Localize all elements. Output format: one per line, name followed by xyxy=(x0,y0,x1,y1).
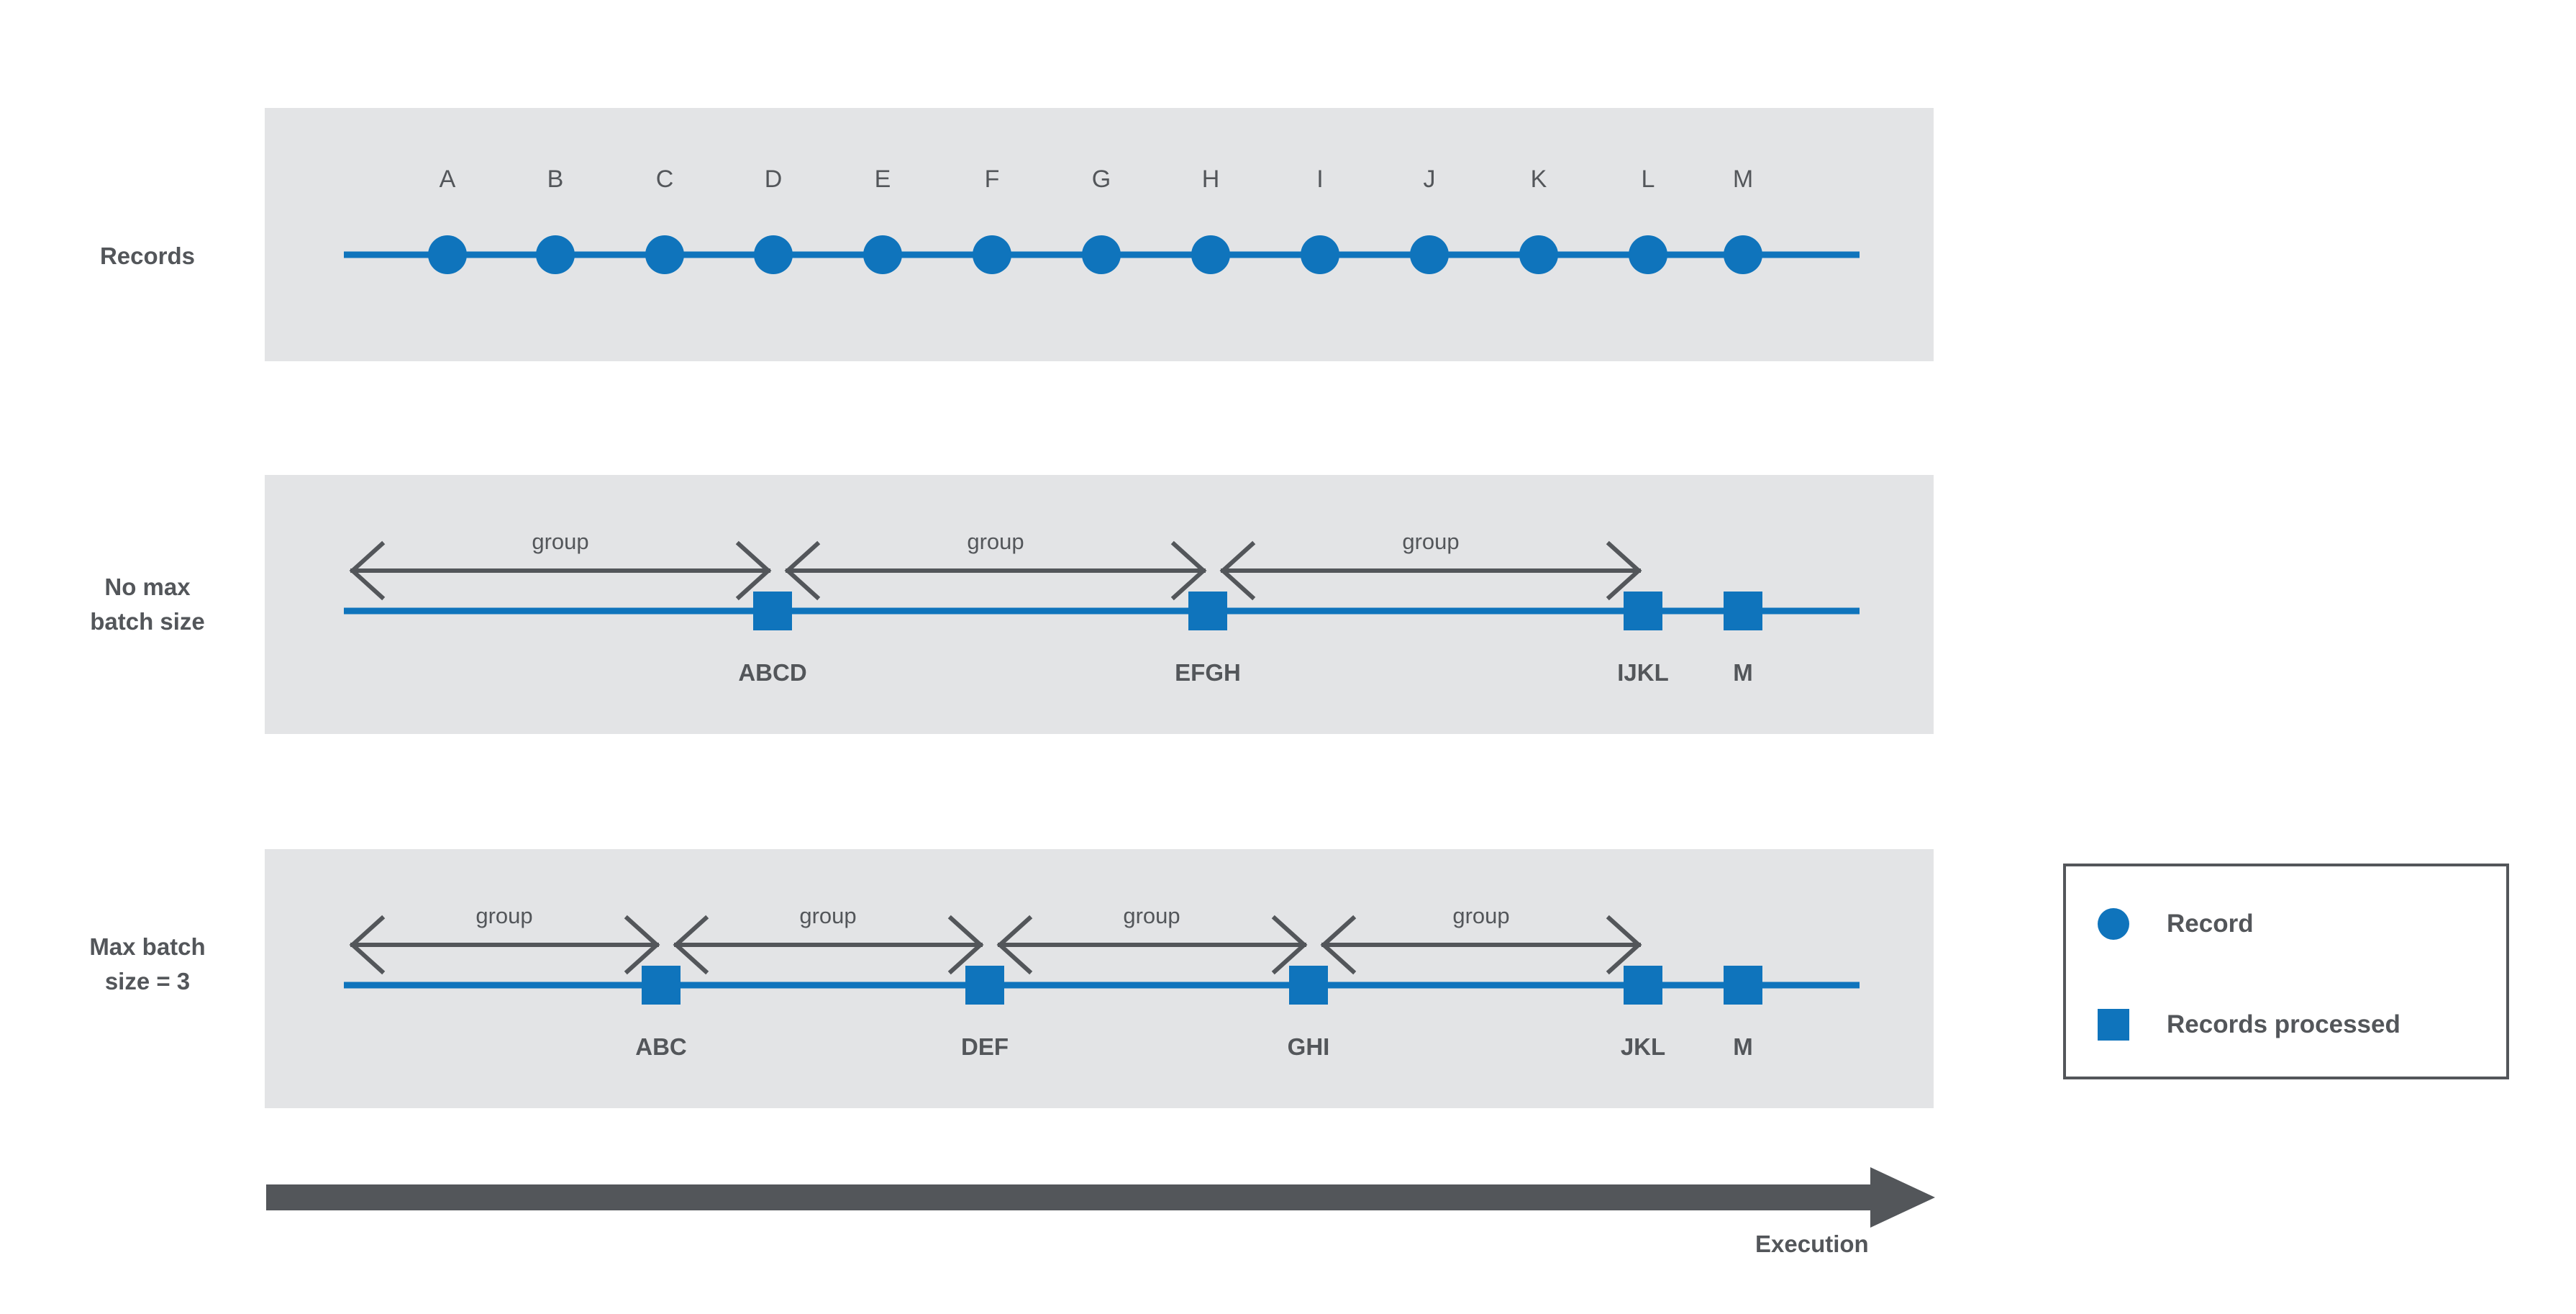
group-span-arrow xyxy=(996,915,1308,975)
no-max-batch-size-panel: group group group ABCD EFGH IJKL M xyxy=(265,475,1934,734)
records-processed-label: GHI xyxy=(1288,1033,1330,1060)
record-letter: D xyxy=(765,166,783,193)
records-processed-label: IJKL xyxy=(1617,659,1669,686)
records-processed-square-icon xyxy=(2098,1009,2129,1041)
panel-background xyxy=(265,108,1934,361)
legend-label: Record xyxy=(2167,910,2254,938)
record-dot xyxy=(1519,235,1558,274)
execution-arrow xyxy=(266,1167,1935,1228)
record-dot xyxy=(1629,235,1667,274)
row-label-max-batch-size-3: Max batch size = 3 xyxy=(89,933,206,994)
records-processed-label: ABCD xyxy=(738,659,806,686)
records-processed-label: M xyxy=(1733,1033,1753,1060)
execution-arrow-shape xyxy=(266,1167,1935,1228)
record-dot xyxy=(973,235,1011,274)
record-dot xyxy=(1724,235,1762,274)
group-label: group xyxy=(967,529,1024,554)
records-processed-label: M xyxy=(1733,659,1753,686)
record-letter: L xyxy=(1642,166,1655,193)
group-span-arrow xyxy=(673,915,984,975)
panel-background xyxy=(265,849,1934,1108)
record-dot xyxy=(1191,235,1230,274)
row-label-records: Records xyxy=(99,243,196,269)
legend-item-record: Record xyxy=(2098,908,2254,940)
group-label: group xyxy=(799,903,856,928)
records-processed-square xyxy=(1724,592,1762,630)
records-processed-square xyxy=(1188,592,1227,630)
record-dot-icon xyxy=(2098,908,2129,940)
records-processed-square xyxy=(965,966,1004,1005)
records-processed-square xyxy=(1289,966,1328,1005)
panel-background xyxy=(265,475,1934,734)
record-letter: A xyxy=(440,166,456,193)
record-marker-group xyxy=(428,235,1762,274)
records-panel: A B C D E F G H I J K L M xyxy=(265,108,1934,361)
group-span-arrow xyxy=(1320,915,1642,975)
row-label-no-max-batch-size: No max batch size xyxy=(90,574,205,635)
record-dot xyxy=(754,235,793,274)
records-processed-square xyxy=(1724,966,1762,1005)
record-letter: C xyxy=(656,166,674,193)
legend-label: Records processed xyxy=(2167,1010,2400,1038)
group-label: group xyxy=(1123,903,1180,928)
record-letter: I xyxy=(1316,166,1323,193)
records-processed-square xyxy=(753,592,792,630)
group-label: group xyxy=(532,529,588,554)
records-processed-label: DEF xyxy=(961,1033,1009,1060)
record-letter: J xyxy=(1424,166,1436,193)
group-span-arrow xyxy=(1219,540,1642,601)
group-span-arrow xyxy=(349,540,772,601)
group-label: group xyxy=(1452,903,1509,928)
records-processed-square xyxy=(1624,592,1662,630)
records-processed-label: JKL xyxy=(1621,1033,1665,1060)
record-dot xyxy=(1301,235,1339,274)
records-processed-square xyxy=(642,966,681,1005)
record-dot xyxy=(645,235,684,274)
record-letter: K xyxy=(1531,166,1547,193)
record-dot xyxy=(1082,235,1121,274)
record-dot xyxy=(428,235,467,274)
records-processed-label: ABC xyxy=(635,1033,687,1060)
group-span-arrow xyxy=(349,915,660,975)
record-dot xyxy=(863,235,902,274)
record-letter: M xyxy=(1733,166,1753,193)
legend-item-records-processed: Records processed xyxy=(2098,1009,2400,1041)
record-letter: F xyxy=(985,166,1000,193)
record-letter: B xyxy=(547,166,564,193)
record-letter: E xyxy=(875,166,891,193)
group-label: group xyxy=(1402,529,1459,554)
record-letter: H xyxy=(1202,166,1220,193)
records-processed-label: EFGH xyxy=(1175,659,1241,686)
group-label: group xyxy=(475,903,532,928)
max-batch-size-3-panel: group group group group ABC DEF GHI JKL … xyxy=(265,849,1934,1108)
group-span-arrow xyxy=(784,540,1207,601)
record-dot xyxy=(1410,235,1449,274)
record-letter: G xyxy=(1092,166,1111,193)
legend-box: Record Records processed xyxy=(2063,864,2509,1079)
execution-label: Execution xyxy=(1755,1231,1869,1257)
record-dot xyxy=(536,235,575,274)
records-processed-square xyxy=(1624,966,1662,1005)
